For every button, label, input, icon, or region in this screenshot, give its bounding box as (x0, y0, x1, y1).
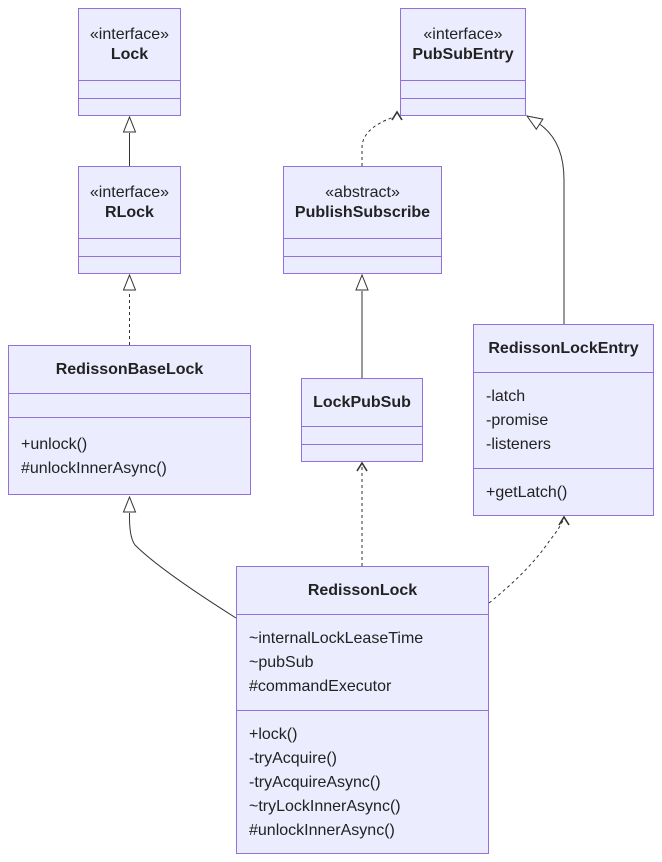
class-node-pubsubentry[interactable]: «interface» PubSubEntry (400, 8, 526, 116)
inheritance-arrowhead (122, 115, 137, 133)
class-methods-section (79, 257, 180, 275)
edge-redissonlock-baselock (128, 512, 237, 619)
class-node-redissonlock[interactable]: RedissonLock ~internalLockLeaseTime ~pubSu… (236, 566, 489, 854)
attribute-item: #commandExecutor (249, 677, 392, 695)
dependency-arrowhead (391, 110, 403, 121)
class-header: «interface» PubSubEntry (401, 9, 525, 81)
edge-publishsubscribe-pubsubentry (361, 116, 395, 166)
class-header: LockPubSub (302, 379, 422, 427)
method-item: ~tryLockInnerAsync() (249, 798, 401, 815)
class-header: RedissonBaseLock (9, 346, 250, 394)
class-attributes-section: -latch -promise -listeners (474, 373, 653, 469)
class-header: «abstract» PublishSubscribe (284, 167, 441, 239)
class-node-rlock[interactable]: «interface» RLock (78, 166, 181, 274)
method-item: +lock() (249, 726, 298, 743)
class-attributes-section: ~internalLockLeaseTime ~pubSub #commandExe… (237, 615, 488, 711)
class-methods-section (284, 257, 441, 275)
edge-redissonlock-lockentry (488, 517, 565, 604)
class-name: RedissonBaseLock (55, 360, 204, 378)
class-node-redissonlockentry[interactable]: RedissonLockEntry -latch -promise -listener… (473, 324, 654, 516)
class-methods-section (79, 99, 180, 117)
class-name: RedissonLockEntry (488, 339, 639, 357)
method-item: #unlockInnerAsync() (21, 460, 167, 477)
inheritance-arrowhead (122, 495, 137, 513)
class-header: «interface» Lock (79, 9, 180, 81)
dependency-arrowhead (558, 515, 570, 526)
method-item: +getLatch() (486, 484, 568, 501)
class-attributes-section (302, 427, 422, 445)
class-header: RedissonLockEntry (474, 325, 653, 373)
class-attributes-section (401, 81, 525, 99)
class-stereotype: «interface» (423, 25, 503, 43)
edge-lockentry-pubsubentry (537, 122, 565, 324)
attribute-item: -listeners (486, 435, 551, 453)
class-node-publishsubscribe[interactable]: «abstract» PublishSubscribe (283, 166, 442, 274)
class-methods-section: +lock() -tryAcquire() -tryAcquireAsync() ~t… (237, 711, 488, 855)
attribute-item: -promise (486, 411, 549, 429)
class-methods-section (302, 445, 422, 463)
method-item: -tryAcquire() (249, 750, 338, 767)
class-attributes-section (79, 239, 180, 257)
class-methods-section (401, 99, 525, 117)
class-name: RLock (105, 203, 154, 221)
attribute-item: -latch (486, 387, 526, 405)
class-node-lockpubsub[interactable]: LockPubSub (301, 378, 423, 462)
method-item: -tryAcquireAsync() (249, 774, 381, 791)
class-name: PublishSubscribe (294, 203, 431, 221)
class-stereotype: «interface» (89, 183, 170, 201)
realization-arrowhead (122, 273, 137, 291)
class-name: RedissonLock (307, 581, 418, 599)
class-attributes-section (284, 239, 441, 257)
inheritance-arrowhead (525, 115, 544, 131)
method-item: +unlock() (21, 436, 88, 453)
class-node-lock[interactable]: «interface» Lock (78, 8, 181, 116)
method-item: #unlockInnerAsync() (249, 822, 395, 839)
class-header: RedissonLock (237, 567, 488, 615)
inheritance-arrowhead (355, 273, 369, 291)
dependency-arrowhead (356, 461, 368, 472)
class-attributes-section (9, 394, 250, 418)
class-name: PubSubEntry (412, 45, 514, 63)
class-node-redissonbaselock[interactable]: RedissonBaseLock +unlock() #unlockInnerAsy… (8, 345, 251, 495)
class-name: LockPubSub (313, 393, 411, 411)
class-header: «interface» RLock (79, 167, 180, 239)
class-stereotype: «interface» (89, 25, 170, 43)
class-methods-section: +unlock() #unlockInnerAsync() (9, 418, 250, 496)
attribute-item: ~pubSub (249, 653, 314, 671)
class-attributes-section (79, 81, 180, 99)
class-methods-section: +getLatch() (474, 469, 653, 517)
attribute-item: ~internalLockLeaseTime (249, 629, 424, 647)
class-stereotype: «abstract» (325, 183, 400, 201)
class-name: Lock (110, 45, 149, 63)
